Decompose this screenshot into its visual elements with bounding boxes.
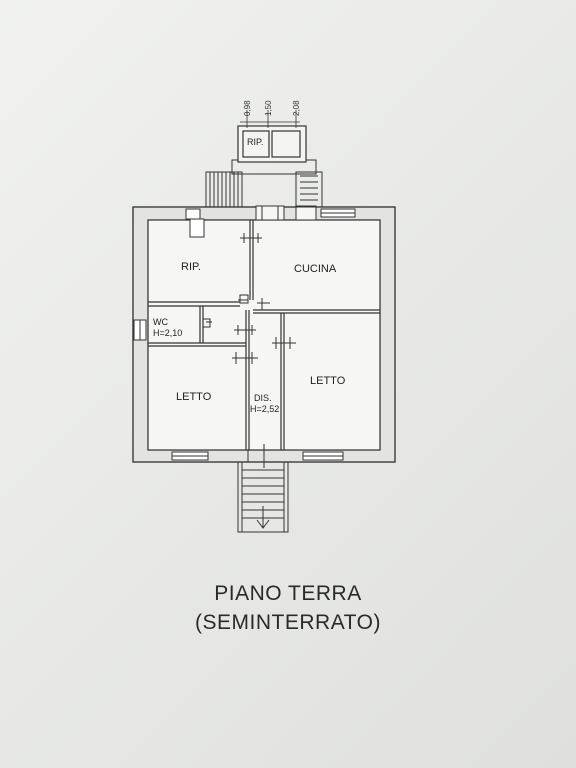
dimension-lines xyxy=(240,110,300,128)
entrance-stairs xyxy=(237,444,289,533)
room-label-rip-top: RIP. xyxy=(247,137,264,147)
dimension-label-3: 2,08 xyxy=(292,100,301,116)
top-closet xyxy=(237,125,307,163)
room-label-cucina: CUCINA xyxy=(294,263,337,275)
upper-stairs xyxy=(205,159,323,208)
dimension-label-2: 1,50 xyxy=(264,100,273,116)
dimension-label-1: 0,98 xyxy=(243,100,252,116)
room-label-letto-left: LETTO xyxy=(176,391,212,403)
room-label-dis: DIS. xyxy=(254,393,272,403)
room-label-dis-height: H=2,52 xyxy=(250,404,280,414)
room-label-letto-right: LETTO xyxy=(310,375,346,387)
door-marks xyxy=(202,233,296,364)
interior-walls xyxy=(148,220,380,450)
top-openings xyxy=(255,205,317,221)
room-label-wc-height: H=2,10 xyxy=(153,328,183,338)
plan-subtitle: (SEMINTERRATO) xyxy=(195,611,381,634)
plan-title: PIANO TERRA xyxy=(214,582,362,605)
room-label-wc: WC xyxy=(153,317,168,327)
windows xyxy=(133,208,356,461)
room-label-rip: RIP. xyxy=(181,261,201,273)
